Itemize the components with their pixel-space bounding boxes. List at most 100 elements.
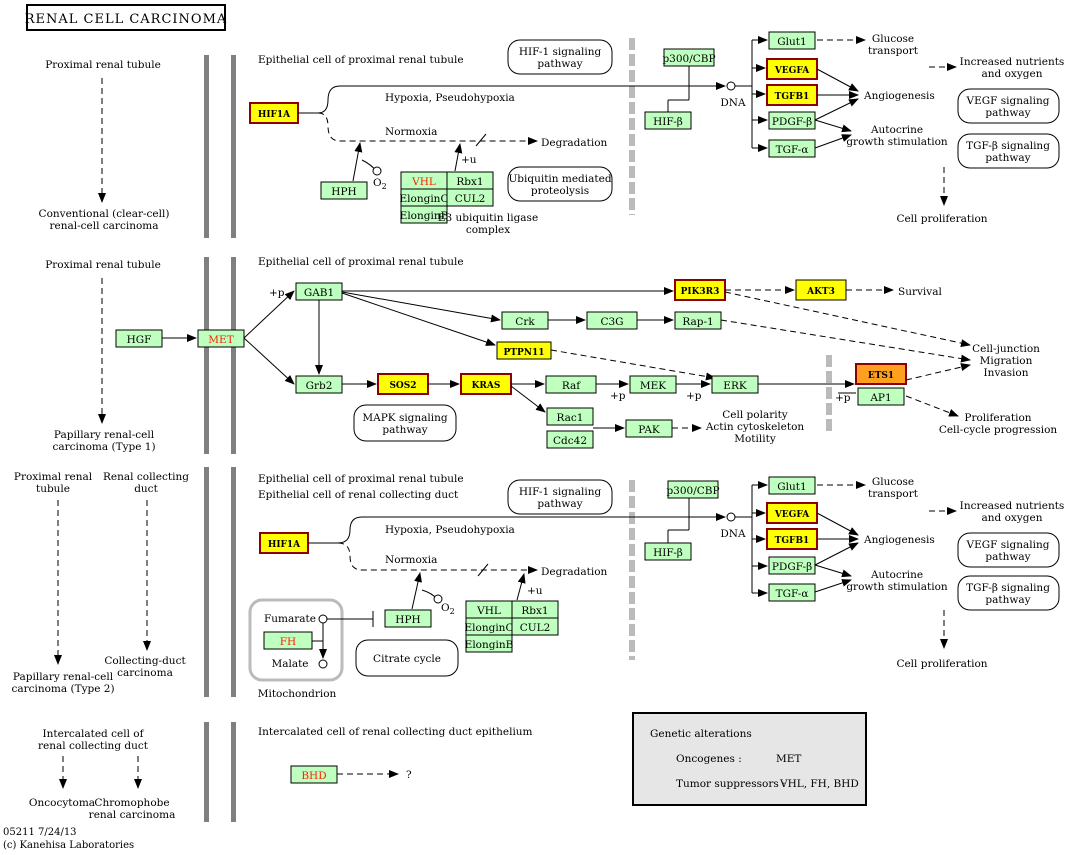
p3a-origin-line2: tubule [36, 483, 70, 495]
cdc42-node[interactable] [546, 430, 594, 449]
p3a-origin-line1: Proximal renal [14, 471, 93, 483]
p3b-origin-line2: duct [134, 483, 158, 495]
vegf-pathway-link-2[interactable] [957, 532, 1060, 568]
hif1sig-label-2b: pathway [537, 498, 582, 510]
c3g-label: C3G [600, 316, 623, 328]
angiogenesis-label: Angiogenesis [863, 90, 935, 102]
nuclear-membranes [629, 38, 832, 660]
tgfa-label-2: TGF-α [776, 588, 809, 600]
p4-header: Intercalated cell of renal collecting du… [258, 726, 533, 738]
p2-origin: Proximal renal tubule [45, 259, 161, 271]
ubiquitination-label-2: +u [527, 585, 543, 597]
legend-suppressors-value: VHL, FH, BHD [779, 778, 859, 790]
angiogenesis-label-2: Angiogenesis [863, 534, 935, 546]
tgfb1-label: TGFB1 [775, 92, 810, 102]
mitochondrion-label: Mitochondrion [258, 688, 337, 700]
legend-oncogenes-value: MET [776, 753, 801, 765]
mek-phospho-label: +p [686, 390, 702, 402]
p300cbp-node-2[interactable] [667, 480, 719, 499]
kras-label: KRAS [472, 381, 501, 391]
p3b-origin-line1: Renal collecting [103, 471, 189, 483]
glut1-label-2: Glut1 [777, 481, 806, 493]
o2-label-2: O2 [441, 602, 455, 616]
ets1-label: ETS1 [868, 371, 894, 381]
cul2-node-2[interactable] [511, 617, 559, 636]
elonginb-node-2[interactable] [465, 634, 513, 653]
hif1a-label-2: HIF1A [268, 540, 301, 550]
tgfb-pathway-link[interactable] [957, 133, 1060, 169]
e3-label-1: E3 ubiquitin ligase [438, 212, 538, 224]
pak-label: PAK [638, 424, 660, 436]
glut1-node[interactable] [768, 31, 816, 50]
p2-header: Epithelial cell of proximal renal tubule [258, 256, 464, 268]
crk-label: Crk [515, 316, 535, 328]
p300-label: p300/CBP [662, 53, 715, 65]
polarity-label-3: Motility [734, 433, 776, 445]
dna-label: DNA [720, 97, 746, 109]
hif1a-label: HIF1A [258, 110, 291, 120]
glut1-node-2[interactable] [768, 476, 816, 495]
citrate-cycle-link[interactable] [355, 639, 459, 677]
ets1-phospho-label: +p [835, 392, 851, 404]
legend-suppressors-label: Tumor suppressors : [676, 778, 786, 790]
ptpn11-label: PTPN11 [504, 348, 545, 358]
hypoxia-label-2: Hypoxia, Pseudohypoxia [385, 524, 515, 536]
polarity-label-2: Actin cytoskeleton [705, 421, 805, 433]
p3b-cancer-line1: Collecting-duct [104, 655, 186, 667]
p1-cancer-line2: renal-cell carcinoma [49, 220, 158, 232]
elonginb-node[interactable] [400, 205, 448, 224]
footer-copyright: (c) Kanehisa Laboratories [3, 840, 134, 851]
tgfa-label: TGF-α [776, 144, 809, 156]
p1-header: Epithelial cell of proximal renal tubule [258, 54, 464, 66]
erk-label: ERK [723, 380, 747, 392]
fh-label: FH [280, 636, 296, 648]
ets1-node[interactable] [855, 363, 907, 385]
cul2-node[interactable] [446, 188, 494, 207]
hph-node[interactable] [320, 181, 368, 200]
rbx1-label: Rbx1 [456, 176, 483, 188]
hif1-pathway-link-2[interactable] [507, 479, 613, 515]
rac1-node[interactable] [546, 407, 594, 426]
ap1-node[interactable] [857, 387, 905, 406]
survival-label: Survival [898, 286, 942, 298]
ubiquitin-pathway-link[interactable] [507, 166, 613, 202]
mapk-label-1: MAPK signaling [362, 412, 448, 424]
elonginb-label: ElonginB [400, 210, 449, 222]
p3a-cancer-line2: carcinoma (Type 2) [11, 683, 114, 695]
hif1-pathway-link[interactable] [507, 39, 613, 75]
p1-origin: Proximal renal tubule [45, 59, 161, 71]
vegf-pathway-link[interactable] [957, 88, 1060, 124]
vhl-label: VHL [411, 176, 436, 188]
pik3r3-label: PIK3R3 [681, 287, 720, 297]
genetic-alterations-legend: Genetic alterations Oncogenes : MET Tumo… [632, 712, 867, 806]
membranes [204, 55, 236, 822]
tgfb-pathway-link-2[interactable] [957, 575, 1060, 611]
mapk-label-2: pathway [382, 424, 427, 436]
pdgfb-label: PDGF-β [772, 116, 812, 128]
tgfbsig-label-2a: TGF-β signaling [966, 582, 1050, 594]
nutrients-label-2b: and oxygen [982, 512, 1043, 524]
tgfa-node-2[interactable] [768, 583, 816, 602]
degradation-label: Degradation [541, 137, 608, 149]
cul2-label-2: CUL2 [520, 622, 551, 634]
tgfa-node[interactable] [768, 139, 816, 158]
hif1sig-label-2a: HIF-1 signaling [519, 486, 602, 498]
left-column: Proximal renal tubule Conventional (clea… [11, 59, 189, 821]
mapk-pathway-link[interactable] [353, 404, 457, 442]
hifb-label: HIF-β [653, 116, 683, 128]
rap1-label: Rap-1 [682, 316, 713, 328]
elonginc-label-2: ElonginC [465, 622, 514, 634]
hifb-label-2: HIF-β [653, 547, 683, 559]
raf-label: Raf [562, 380, 581, 392]
grb2-label: Grb2 [306, 380, 333, 392]
fumarate-label: Fumarate [264, 613, 316, 625]
ubiq-label-2: proteolysis [531, 185, 589, 197]
hph-node-2[interactable] [384, 609, 432, 628]
nutrients-label-2a: Increased nutrients [960, 500, 1065, 512]
degradation-label-2: Degradation [541, 566, 608, 578]
autocrine-label-2a: Autocrine [870, 569, 923, 581]
hph-label-2: HPH [395, 614, 420, 626]
vegfsig-label-2a: VEGF signaling [966, 539, 1050, 551]
